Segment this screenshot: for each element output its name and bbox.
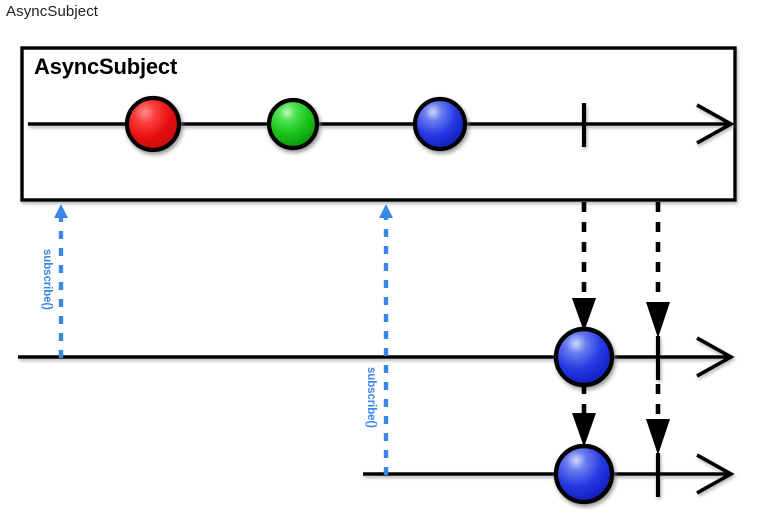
emission-arrow-value-2 [572, 384, 596, 447]
marble-blue-emitted [553, 326, 615, 388]
subscribe-label-1: subscribe() [41, 249, 53, 310]
marble-blue [412, 96, 468, 152]
marble-blue-emitted [553, 443, 615, 505]
marble-green [266, 97, 320, 151]
subscribe-arrow-1 [54, 204, 68, 358]
emission-arrow-value-1 [572, 202, 596, 332]
emission-arrow-complete-2 [646, 384, 670, 455]
emission-arrow-complete-1 [646, 202, 670, 338]
subscriber-1-arrowhead [696, 336, 735, 378]
page-caption: AsyncSubject [6, 3, 99, 20]
subscriber-2-timeline [363, 453, 735, 497]
subscriber-2-arrowhead [696, 453, 735, 495]
source-timeline-arrowhead [696, 103, 735, 145]
subscribe-label-2: subscribe() [365, 367, 377, 428]
marble-red [124, 95, 182, 153]
subject-box-title: AsyncSubject [34, 54, 178, 79]
subscribe-arrow-2 [379, 204, 393, 475]
